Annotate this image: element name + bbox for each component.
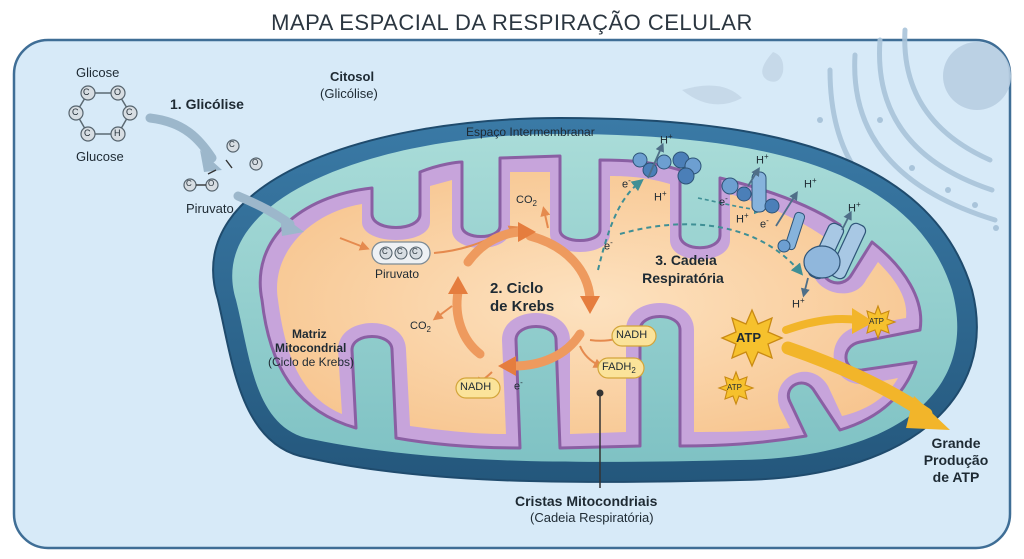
proton-label-2: H+ <box>654 189 667 204</box>
proton-label-4: H+ <box>736 211 749 226</box>
electron-label-3: e- <box>760 216 769 231</box>
output-label-line2: Produção <box>923 452 989 468</box>
nadh-capsule-right <box>611 325 657 347</box>
etc-complex-2 <box>721 171 780 214</box>
proton-label-5: H+ <box>804 176 817 191</box>
atom-c2: C <box>126 107 133 117</box>
intermembrane-label: Espaço Intermembranar <box>466 125 595 139</box>
atom-h1: H <box>114 128 121 138</box>
fadh-label: FADH2 <box>602 361 636 376</box>
atp-label-right: ATP <box>869 317 884 326</box>
proton-label-3: H+ <box>756 152 769 167</box>
co2-release-arrow-left <box>432 305 453 321</box>
krebs-arrow-heads <box>448 222 600 376</box>
atp-label-small: ATP <box>727 383 742 392</box>
nadh-capsule-left <box>455 377 501 399</box>
atp-arrow-right-head <box>852 308 874 334</box>
cytosol-pyruvate-bonds <box>196 159 233 186</box>
krebs-cycle-arrows <box>452 227 595 371</box>
matrix-sublabel: (Ciclo de Krebs) <box>268 355 355 369</box>
electron-label-chain: e- <box>604 238 613 253</box>
pyruvate-entry-arrow <box>339 237 370 251</box>
atom-c1: C <box>83 87 90 97</box>
ribosome-dots <box>817 117 999 231</box>
etc-complex-1 <box>632 151 702 185</box>
atp-label-large: ATP <box>736 330 762 345</box>
co2-left-label: CO2 <box>410 320 431 335</box>
atp-star-small <box>717 370 755 406</box>
nadh-right-label: NADH <box>616 329 648 341</box>
electron-path-arrow-1 <box>597 179 644 271</box>
output-label-line3: de ATP <box>932 469 980 485</box>
cytosol-label: Citosol <box>330 69 375 84</box>
glucose-label-bottom: Glucose <box>76 149 124 164</box>
pyruvate-arrow-head <box>280 214 304 236</box>
atp-star-right <box>859 304 897 340</box>
krebs-label-line1: 2. Ciclo <box>490 280 544 297</box>
glucose-label-top: Glicose <box>76 65 120 80</box>
proton-arrows <box>647 142 852 298</box>
proton-label-7: H+ <box>792 296 805 311</box>
proton-label-1: H+ <box>660 132 673 147</box>
matrix-pyruvate-label: Piruvato <box>375 267 420 281</box>
cyto-atom-c2: C <box>186 179 192 188</box>
proton-label-6: H+ <box>848 200 861 215</box>
matrix-label-line1: Matriz <box>292 327 327 341</box>
glucose-atoms <box>68 85 138 142</box>
fadh-capsule <box>597 357 645 379</box>
caps-atom-3: C <box>412 247 418 256</box>
caps-atom-1: C <box>382 247 388 256</box>
electron-path-arrow-2 <box>619 223 804 276</box>
cristae-sublabel: (Cadeia Respiratória) <box>530 510 654 525</box>
cytosol-pyruvate-atoms <box>183 139 263 192</box>
atom-o1: O <box>114 87 122 97</box>
atom-c3: C <box>84 128 91 138</box>
electron-label-matrix: e- <box>514 378 523 393</box>
caps-atom-2: C <box>397 247 403 256</box>
chain-label-line1: 3. Cadeia <box>655 252 717 268</box>
atp-synthase <box>803 222 867 280</box>
cyto-atom-o1: O <box>252 158 259 167</box>
output-label-line1: Grande <box>931 435 981 451</box>
matrix-label-line2: Mitocondrial <box>275 341 347 355</box>
cytosol-pyruvate-label: Piruvato <box>186 201 234 216</box>
atp-star-large <box>720 308 784 368</box>
atp-output-arrow-head <box>906 396 950 430</box>
electron-label-1: e- <box>622 176 631 191</box>
glycolysis-step-label: 1. Glicólise <box>170 96 244 112</box>
glucose-to-pyruvate-arrow <box>145 113 217 163</box>
glucose-arrow-head <box>200 150 222 172</box>
krebs-label-line2: de Krebs <box>490 298 555 315</box>
pyruvate-capsule-atoms <box>379 246 423 260</box>
etc-complex-3 <box>777 211 806 253</box>
co2-top-label: CO2 <box>516 194 537 209</box>
chain-label-line2: Respiratória <box>642 270 724 286</box>
electron-label-2: e- <box>719 194 728 209</box>
cyto-atom-o2: O <box>208 179 215 188</box>
diagram-title: MAPA ESPACIAL DA RESPIRAÇÃO CELULAR <box>271 10 753 35</box>
cytosol-sublabel: (Glicólise) <box>320 86 378 101</box>
cristae-label: Cristas Mitocondriais <box>515 493 658 509</box>
nadh-left-label: NADH <box>460 381 492 393</box>
co2-release-arrow-top <box>540 206 551 229</box>
atom-c4: C <box>72 107 79 117</box>
cyto-atom-c1: C <box>229 140 235 149</box>
